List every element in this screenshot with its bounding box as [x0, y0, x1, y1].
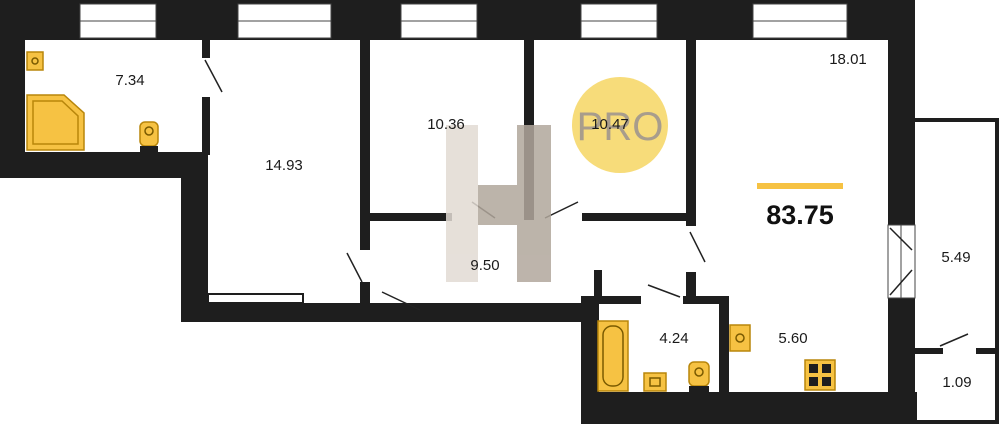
total-bar [757, 183, 843, 189]
doors [204, 59, 969, 347]
stove-icon [804, 359, 836, 391]
bathtub-icon [597, 320, 629, 392]
door-bath [647, 284, 681, 298]
fixtures [26, 51, 836, 392]
wall-bath-divider-bottom [202, 97, 210, 155]
wall-bath-kitchen [719, 296, 729, 396]
wall-bath-top [581, 296, 641, 304]
left-wall [0, 0, 25, 178]
balcony-top [915, 118, 999, 122]
balcony-right [995, 118, 999, 424]
wall-bath-divider-top [202, 40, 210, 58]
letter-h-watermark [446, 125, 551, 282]
right-wall-upper [888, 0, 915, 225]
area-hallway: 9.50 [470, 257, 499, 274]
wall-corridor-right [582, 213, 694, 221]
left-lower-wall [181, 152, 208, 322]
balcony-bottom [915, 420, 999, 424]
total-area: 83.75 [757, 183, 843, 230]
door-balcony-a [889, 227, 913, 251]
toilet-icon [139, 121, 159, 154]
area-storage: 1.09 [942, 374, 971, 391]
bottom-wall [581, 392, 917, 424]
area-room-big: 18.01 [829, 51, 867, 68]
sink-icon [643, 372, 667, 392]
wall-bath-top-right [683, 296, 727, 304]
right-wall-lower [888, 298, 915, 424]
corner-bathtub-icon [26, 94, 85, 151]
area-room-right: 10.47 [591, 116, 629, 133]
wall-niche [207, 293, 304, 304]
wall-corridor-stub [360, 220, 370, 250]
sink-icon [26, 51, 44, 71]
room-labels: 7.34 14.93 10.36 10.47 18.01 9.50 4.24 5… [115, 51, 971, 391]
wall-kitchen-stub [686, 272, 696, 302]
area-balcony: 5.49 [941, 249, 970, 266]
door-kitchen [689, 231, 706, 263]
total-area-value: 83.75 [766, 200, 834, 230]
area-bathroom-top: 7.34 [115, 72, 144, 89]
bathroom-bottom-wall [0, 152, 205, 178]
door-storage [939, 333, 969, 347]
windows [79, 3, 916, 299]
sink-icon [729, 324, 751, 352]
area-room-left: 14.93 [265, 157, 303, 174]
door-balcony-b [889, 269, 913, 296]
badge-circle [572, 77, 668, 173]
door-entrance [381, 291, 421, 311]
wall-corridor-stub-low [360, 282, 370, 322]
wall-hall-stub [594, 270, 602, 304]
door-hall-left [346, 252, 363, 283]
wall-right-big [686, 40, 696, 226]
area-kitchen-bottom: 5.60 [778, 330, 807, 347]
toilet-icon [688, 361, 710, 392]
area-bath-bottom: 4.24 [659, 330, 688, 347]
storage-wall-right [976, 348, 999, 354]
wall-left-mid [360, 40, 370, 220]
area-room-mid: 10.36 [427, 116, 465, 133]
door-bath-top [204, 59, 223, 93]
wall-corridor-left [360, 213, 452, 221]
badge-text: PRO [577, 105, 664, 149]
living-bottom-wall [181, 303, 596, 322]
pro-badge: PRO [572, 77, 668, 173]
storage-wall-left [915, 348, 943, 354]
